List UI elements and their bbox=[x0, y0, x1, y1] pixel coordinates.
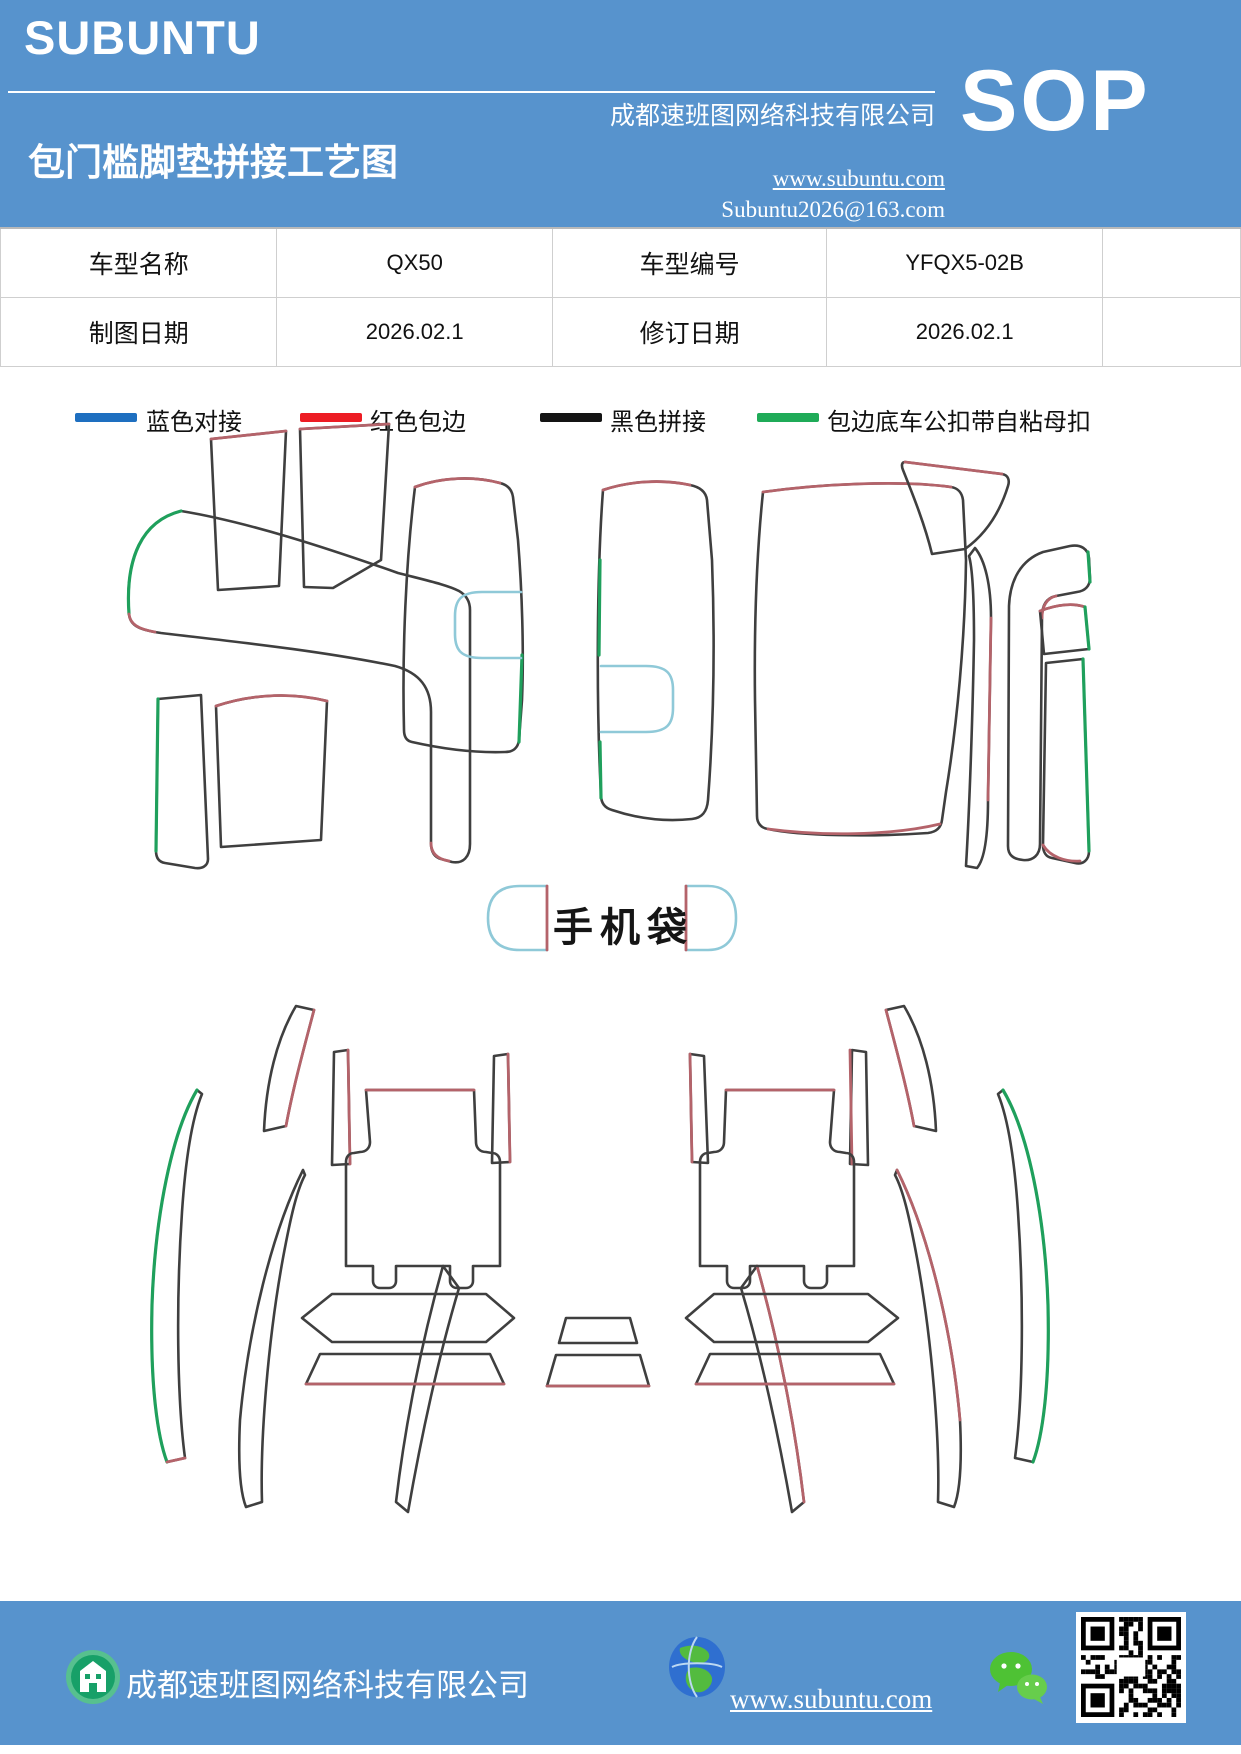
model-code-value: YFQX5-02B bbox=[826, 227, 1103, 298]
table-row: 车型名称 QX50 车型编号 YFQX5-02B bbox=[0, 227, 1241, 298]
model-code-label: 车型编号 bbox=[551, 227, 828, 298]
lower-center-pieces bbox=[545, 1316, 651, 1388]
legend-label-black: 黑色拼接 bbox=[610, 410, 706, 436]
revise-date-value: 2026.02.1 bbox=[826, 297, 1103, 367]
draw-date-value: 2026.02.1 bbox=[276, 297, 553, 367]
header-band: SUBUNTU 包门槛脚垫拼接工艺图 成都速班图网络科技有限公司 SOP www… bbox=[0, 0, 1241, 227]
footer-company-name: 成都速班图网络科技有限公司 bbox=[126, 1668, 529, 1703]
model-name-label: 车型名称 bbox=[0, 227, 278, 298]
draw-date-label: 制图日期 bbox=[0, 297, 278, 367]
revise-date-label: 修订日期 bbox=[551, 297, 828, 367]
globe-icon bbox=[669, 1636, 725, 1698]
vehicle-info-table: 车型名称 QX50 车型编号 YFQX5-02B 制图日期 2026.02.1 … bbox=[0, 227, 1241, 367]
legend-label-blue: 蓝色对接 bbox=[146, 410, 242, 436]
model-name-value: QX50 bbox=[276, 227, 553, 298]
legend-swatch-blue bbox=[75, 413, 137, 422]
phone-bag-label: 手机袋 bbox=[553, 906, 694, 950]
empty-cell bbox=[1101, 297, 1241, 367]
lower-right-cluster bbox=[684, 1004, 1050, 1514]
header-email: Subuntu2026@163.com bbox=[721, 197, 945, 222]
footer-band bbox=[0, 1601, 1241, 1745]
footer-website-link[interactable]: www.subuntu.com bbox=[730, 1684, 933, 1714]
legend-swatch-red bbox=[300, 413, 362, 422]
legend-label-green: 包边底车公扣带自粘母扣 bbox=[827, 410, 1091, 436]
upper-left-cluster bbox=[126, 422, 525, 870]
empty-cell bbox=[1101, 227, 1241, 298]
qr-code bbox=[1076, 1612, 1186, 1723]
page-title: 包门槛脚垫拼接工艺图 bbox=[28, 142, 398, 183]
lower-left-cluster bbox=[150, 1004, 516, 1514]
header-divider bbox=[8, 91, 935, 93]
table-row: 制图日期 2026.02.1 修订日期 2026.02.1 bbox=[0, 297, 1241, 367]
phone-bag-pieces bbox=[486, 884, 738, 952]
sop-label: SOP bbox=[960, 53, 1151, 149]
wechat-icon bbox=[990, 1652, 1047, 1704]
legend-swatch-black bbox=[540, 413, 602, 422]
legend-swatch-green bbox=[757, 413, 819, 422]
logo-text: SUBUNTU bbox=[24, 11, 261, 64]
building-icon bbox=[66, 1650, 120, 1704]
header-website-link[interactable]: www.subuntu.com bbox=[772, 166, 945, 191]
upper-right-cluster bbox=[596, 460, 1092, 870]
header-company-name: 成都速班图网络科技有限公司 bbox=[609, 103, 935, 130]
